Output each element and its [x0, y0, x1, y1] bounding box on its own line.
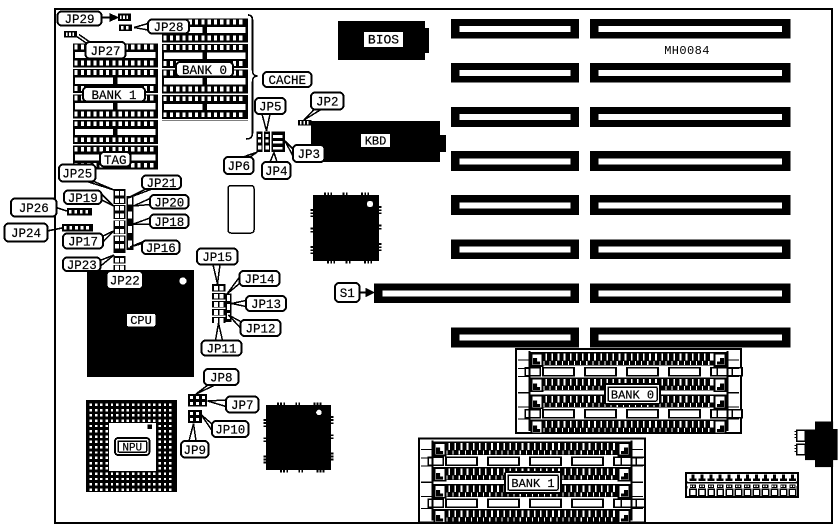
svg-text:JP25: JP25 — [62, 168, 92, 182]
svg-text:JP11: JP11 — [206, 343, 236, 357]
svg-text:JP15: JP15 — [202, 251, 232, 265]
svg-text:S1: S1 — [340, 287, 355, 301]
svg-text:BANK 0: BANK 0 — [611, 388, 654, 402]
svg-text:JP16: JP16 — [146, 242, 176, 256]
svg-text:JP13: JP13 — [251, 298, 281, 312]
svg-text:JP27: JP27 — [90, 45, 120, 59]
svg-text:JP7: JP7 — [231, 399, 254, 413]
svg-text:JP14: JP14 — [244, 273, 274, 287]
svg-text:JP23: JP23 — [67, 259, 97, 273]
svg-text:JP12: JP12 — [245, 323, 275, 337]
svg-text:TAG: TAG — [104, 154, 127, 168]
svg-text:JP29: JP29 — [64, 13, 94, 27]
svg-text:BANK 1: BANK 1 — [511, 477, 554, 491]
svg-text:JP21: JP21 — [146, 177, 176, 191]
svg-text:MH0084: MH0084 — [664, 44, 710, 58]
svg-text:CPU: CPU — [130, 314, 152, 328]
svg-text:JP22: JP22 — [110, 275, 140, 289]
svg-text:BANK 0: BANK 0 — [182, 64, 227, 78]
svg-text:JP17: JP17 — [68, 236, 98, 250]
svg-text:CACHE: CACHE — [268, 74, 306, 88]
svg-text:JP20: JP20 — [154, 196, 184, 210]
svg-text:JP28: JP28 — [153, 21, 183, 35]
svg-text:JP24: JP24 — [11, 227, 41, 241]
svg-text:JP8: JP8 — [210, 372, 233, 386]
svg-text:JP4: JP4 — [265, 165, 288, 179]
svg-text:JP5: JP5 — [259, 101, 282, 115]
svg-text:JP2: JP2 — [316, 96, 339, 110]
svg-text:JP19: JP19 — [68, 192, 98, 206]
svg-text:JP18: JP18 — [154, 216, 184, 230]
svg-text:NPU: NPU — [122, 442, 142, 454]
svg-text:JP9: JP9 — [183, 444, 206, 458]
svg-text:BIOS: BIOS — [368, 33, 399, 48]
svg-text:JP6: JP6 — [227, 160, 250, 174]
svg-text:BANK 1: BANK 1 — [91, 89, 136, 103]
svg-text:JP3: JP3 — [297, 148, 320, 162]
svg-text:JP26: JP26 — [19, 202, 49, 216]
svg-text:KBD: KBD — [365, 135, 387, 149]
svg-text:JP10: JP10 — [215, 424, 245, 438]
